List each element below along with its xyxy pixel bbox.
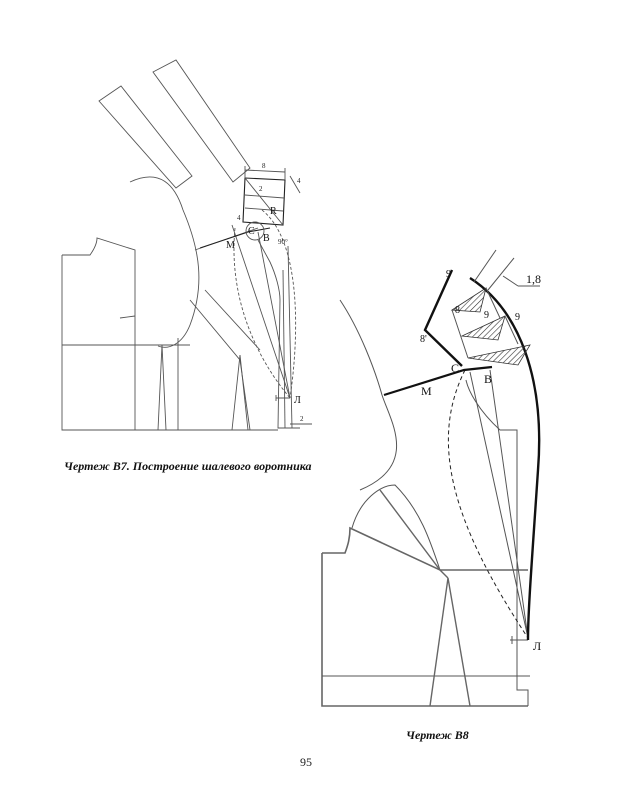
b8-gorge-line bbox=[383, 365, 493, 397]
figure-b8-labels: М С В Л 1,8 9' 9 9 8 8' bbox=[420, 269, 541, 653]
b7-dim-8 bbox=[244, 166, 286, 180]
b8-label-c: С bbox=[451, 361, 459, 375]
b7-sleeve-strip-left bbox=[98, 85, 193, 189]
b8-side-line bbox=[379, 489, 449, 579]
b7-dashed-arc bbox=[261, 209, 297, 399]
b8-hatch-wedge-1 bbox=[450, 287, 487, 313]
b7-label-c: С bbox=[248, 226, 255, 237]
b7-dashed-roll bbox=[233, 227, 291, 399]
b8-back-side bbox=[321, 553, 528, 707]
b8-label-9-right: 9 bbox=[515, 312, 520, 323]
b8-l-marker bbox=[510, 636, 528, 644]
b8-sleeve-curve bbox=[339, 299, 398, 491]
page-number: 95 bbox=[300, 755, 312, 769]
b7-sleeve-strip-right bbox=[152, 59, 251, 183]
b7-front-dart bbox=[231, 354, 249, 431]
figure-b7-drawing bbox=[61, 59, 312, 431]
b7-label-l: Л bbox=[294, 395, 301, 406]
b7-notch-mark bbox=[119, 315, 136, 319]
b7-front-inner-edge bbox=[282, 269, 286, 429]
b7-dim-4-left-label: 4 bbox=[237, 214, 241, 222]
b7-dim-2-bottom-label: 2 bbox=[300, 415, 304, 423]
b8-label-offset: 1,8 bbox=[526, 272, 541, 286]
b8-front-edge bbox=[465, 379, 529, 706]
b8-hatch-wedge-3 bbox=[467, 344, 531, 366]
b7-label-m: М bbox=[226, 240, 235, 251]
b8-collar-outer bbox=[469, 276, 541, 641]
b8-back-dart bbox=[429, 577, 471, 707]
b7-gorge-line bbox=[199, 227, 271, 249]
b8-construction-line bbox=[489, 369, 529, 639]
b8-roll-line bbox=[469, 371, 529, 639]
b8-label-9-lower: 9 bbox=[484, 310, 489, 321]
b7-construction-line bbox=[257, 231, 291, 399]
b7-dim-8-label: 8 bbox=[262, 162, 266, 170]
b7-back-neck bbox=[62, 237, 136, 430]
b8-hatch-wedge-2 bbox=[460, 315, 506, 341]
b7-angle-label: 90° bbox=[278, 238, 288, 246]
b8-armhole-curve bbox=[351, 484, 441, 571]
b8-collar-stand bbox=[423, 269, 463, 367]
b8-label-9-top: 9' bbox=[446, 269, 453, 280]
b7-front-outline bbox=[257, 239, 300, 429]
b7-dim-4-top-label: 4 bbox=[297, 177, 301, 185]
b7-dim-2-top-label: 2 bbox=[259, 185, 263, 193]
b7-armhole-curve bbox=[129, 176, 200, 348]
b7-roll-line bbox=[231, 224, 291, 399]
b7-back-dart bbox=[157, 344, 167, 431]
b8-label-l: Л bbox=[533, 639, 541, 653]
figure-b7-caption: Чертеж В7. Построение шалевого воротника bbox=[64, 459, 312, 473]
b8-collar-inner-lines bbox=[451, 287, 519, 359]
b8-label-8-upper: 8 bbox=[455, 305, 460, 316]
figure-b8-caption: Чертеж В8 bbox=[406, 728, 469, 742]
b7-dim-4 bbox=[289, 175, 301, 194]
b7-collar-lines bbox=[244, 177, 285, 226]
b8-offset-line-1 bbox=[473, 249, 497, 283]
b7-point-circle bbox=[245, 221, 265, 241]
b7-side-lines bbox=[177, 289, 261, 431]
b8-label-b: В bbox=[484, 372, 492, 386]
b8-offset-line-2 bbox=[487, 257, 515, 291]
b7-front-edge bbox=[287, 245, 293, 429]
figure-b7-labels: М С В Л R 8 4 4 2 2 90° bbox=[226, 162, 304, 423]
b7-label-b: В bbox=[263, 233, 270, 244]
b8-back-outline bbox=[322, 526, 528, 571]
b7-label-r: R bbox=[270, 206, 277, 217]
figure-b8-drawing bbox=[321, 249, 541, 707]
b7-l-marker bbox=[275, 395, 290, 401]
b8-label-8-left: 8' bbox=[420, 334, 427, 345]
b7-back-outline bbox=[61, 255, 278, 431]
b8-label-m: М bbox=[421, 384, 432, 398]
b8-offset-arrow bbox=[502, 275, 540, 287]
b8-dashed-roll bbox=[447, 369, 529, 639]
